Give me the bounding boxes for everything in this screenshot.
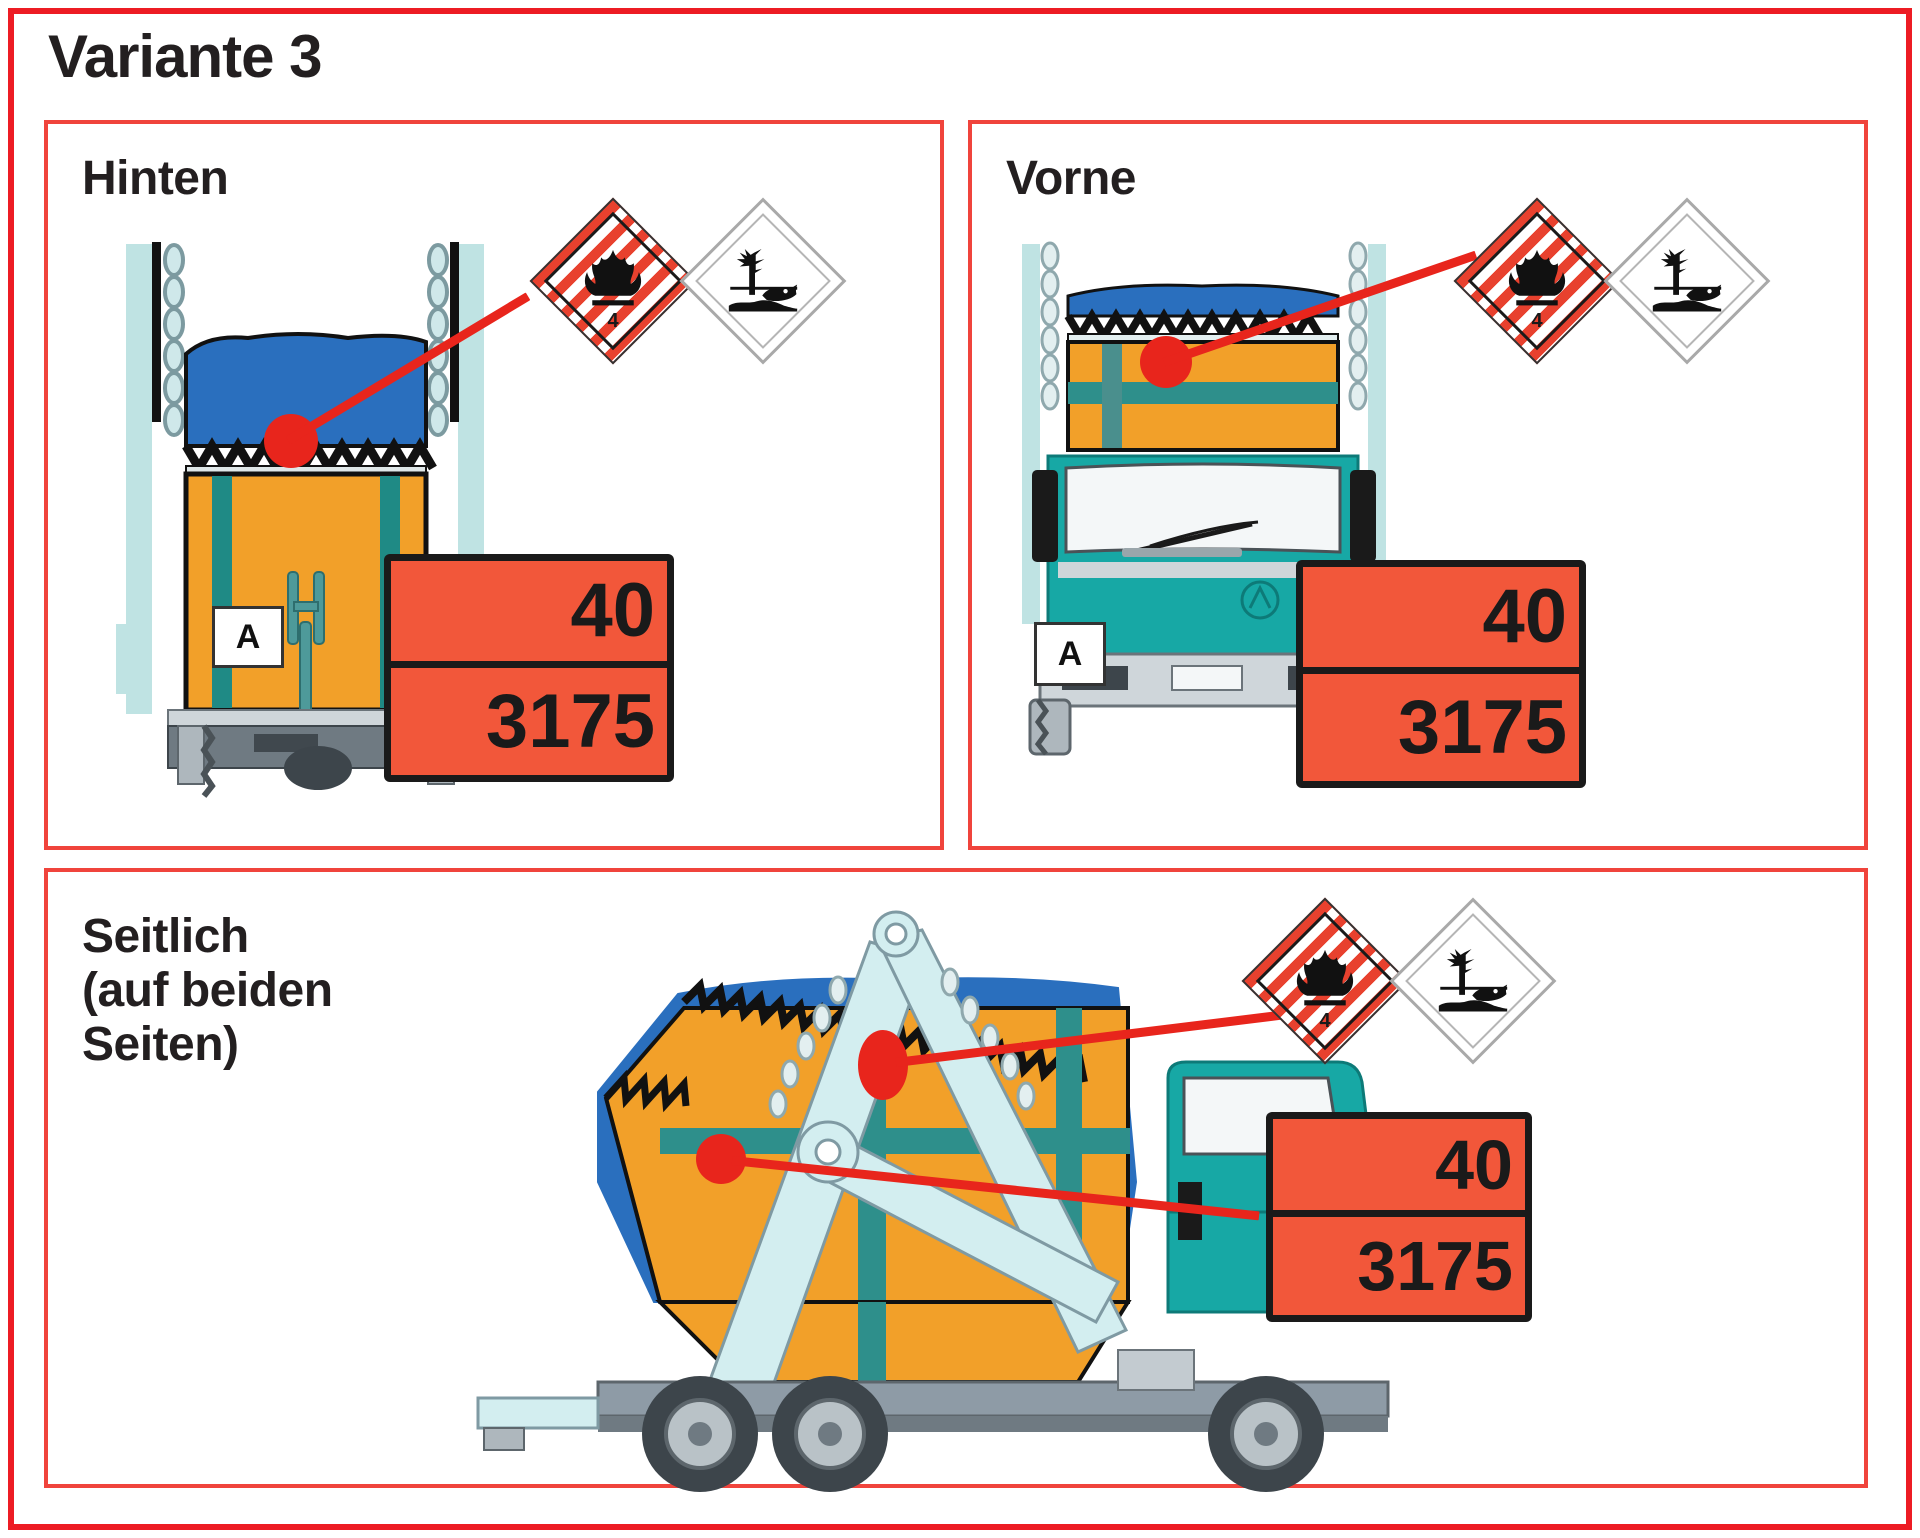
- kemler-plate-front: 40 3175: [1296, 560, 1586, 788]
- hazard-identification-number: 40: [570, 568, 655, 653]
- kemler-plate-rear: 40 3175: [384, 554, 674, 782]
- panel-front-view: Vorne: [968, 120, 1868, 850]
- panel-rear-view: Hinten: [44, 120, 944, 850]
- flammable-solid-placard-side: 4: [1241, 897, 1409, 1065]
- truck-side-illustration: [476, 910, 1390, 1492]
- approval-plate-a-front: A: [1034, 622, 1106, 686]
- environmentally-hazardous-mark-front: [1603, 197, 1771, 365]
- approval-plate-letter: A: [235, 617, 261, 656]
- placard-class-number: 4: [1531, 309, 1543, 332]
- outer-frame: [8, 8, 1912, 1530]
- panel-front-label: Vorne: [1006, 152, 1136, 205]
- kemler-plate-side: 40 3175: [1266, 1112, 1532, 1322]
- approval-plate-letter: A: [1057, 634, 1083, 673]
- un-number: 3175: [1397, 684, 1567, 770]
- environmentally-hazardous-mark-rear: [679, 197, 847, 365]
- un-number: 3175: [485, 678, 655, 764]
- panel-side-label: Seitlich (auf beiden Seiten): [82, 910, 333, 1071]
- hazard-identification-number: 40: [1435, 1125, 1513, 1204]
- flammable-solid-placard-rear: 4: [529, 197, 697, 365]
- approval-plate-a-rear: A: [212, 606, 284, 668]
- flammable-solid-placard-front: 4: [1453, 197, 1621, 365]
- placard-class-number: 4: [607, 309, 619, 332]
- page-title: Variante 3: [48, 23, 323, 90]
- un-number: 3175: [1357, 1227, 1513, 1305]
- environmentally-hazardous-mark-side: [1389, 897, 1557, 1065]
- placard-class-number: 4: [1319, 1009, 1331, 1032]
- truck-front-illustration: [1022, 241, 1386, 756]
- panel-rear-label: Hinten: [82, 152, 229, 205]
- hazard-identification-number: 40: [1482, 574, 1567, 659]
- panel-side-view: Seitlich (auf beiden Seiten): [44, 868, 1868, 1492]
